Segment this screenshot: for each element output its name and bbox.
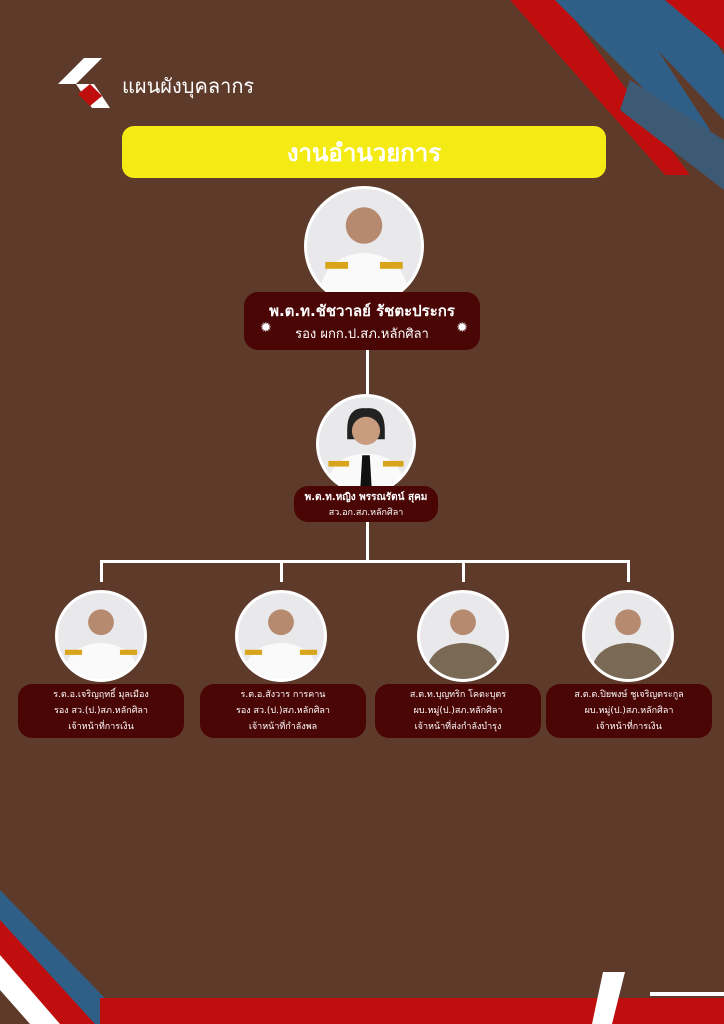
connector-line <box>280 560 283 582</box>
section-title: งานอำนวยการ <box>122 126 606 178</box>
level1-card: พ.ต.ท.ชัชวาลย์ รัชตะประกร รอง ผกก.ป.สภ.ห… <box>244 292 480 350</box>
staff-card: ร.ต.อ.สังวาร การคาน รอง สว.(ป.)สภ.หลักศิ… <box>200 684 366 738</box>
logo-icon <box>58 58 110 108</box>
badge-icon: ✹ <box>260 320 272 336</box>
staff-duty: เจ้าหน้าที่กำลังพล <box>248 722 318 732</box>
level2-position: สว.อก.สภ.หลักศิลา <box>328 507 404 518</box>
level2-name: พ.ต.ท.หญิง พรรณรัตน์ สุคม <box>304 491 428 503</box>
connector-line <box>366 520 369 562</box>
staff-position: ผบ.หมู่(ป.)สภ.หลักศิลา <box>584 706 674 716</box>
connector-line <box>366 348 369 396</box>
staff-duty: เจ้าหน้าที่การเงิน <box>68 722 134 732</box>
connector-line <box>627 560 630 582</box>
staff-name: ส.ต.ท.บุญทริก โคตะบุตร <box>409 690 507 700</box>
staff-card: ร.ต.อ.เจริญฤทธิ์ มุลเมือง รอง สว.(ป.)สภ.… <box>18 684 184 738</box>
level1-position: รอง ผกก.ป.สภ.หลักศิลา <box>295 326 429 342</box>
staff-card: ส.ต.ท.บุญทริก โคตะบุตร ผบ.หมู่(ป.)สภ.หลั… <box>375 684 541 738</box>
staff-duty: เจ้าหน้าที่ส่งกำลังบำรุง <box>414 722 502 732</box>
staff-name: ร.ต.อ.สังวาร การคาน <box>240 690 326 700</box>
staff-name: ส.ต.ต.ปิยพงษ์ ชูเจริญตระกูล <box>574 690 684 700</box>
staff-card: ส.ต.ต.ปิยพงษ์ ชูเจริญตระกูล ผบ.หมู่(ป.)ส… <box>546 684 712 738</box>
connector-line <box>462 560 465 582</box>
photo-level2 <box>316 394 416 494</box>
photo-level1 <box>304 186 424 306</box>
level1-name: พ.ต.ท.ชัชวาลย์ รัชตะประกร <box>269 301 455 320</box>
staff-position: รอง สว.(ป.)สภ.หลักศิลา <box>54 706 148 716</box>
staff-position: รอง สว.(ป.)สภ.หลักศิลา <box>236 706 330 716</box>
staff-photo <box>582 590 674 682</box>
staff-photo <box>417 590 509 682</box>
level2-card: พ.ต.ท.หญิง พรรณรัตน์ สุคม สว.อก.สภ.หลักศ… <box>294 486 438 522</box>
staff-photo <box>55 590 147 682</box>
staff-position: ผบ.หมู่(ป.)สภ.หลักศิลา <box>413 706 503 716</box>
staff-duty: เจ้าหน้าที่การเงิน <box>596 722 662 732</box>
staff-photo <box>235 590 327 682</box>
connector-line <box>100 560 630 563</box>
badge-icon: ✹ <box>456 320 468 336</box>
staff-name: ร.ต.อ.เจริญฤทธิ์ มุลเมือง <box>53 690 149 700</box>
header-title: แผนผังบุคลากร <box>122 74 255 98</box>
connector-line <box>100 560 103 582</box>
